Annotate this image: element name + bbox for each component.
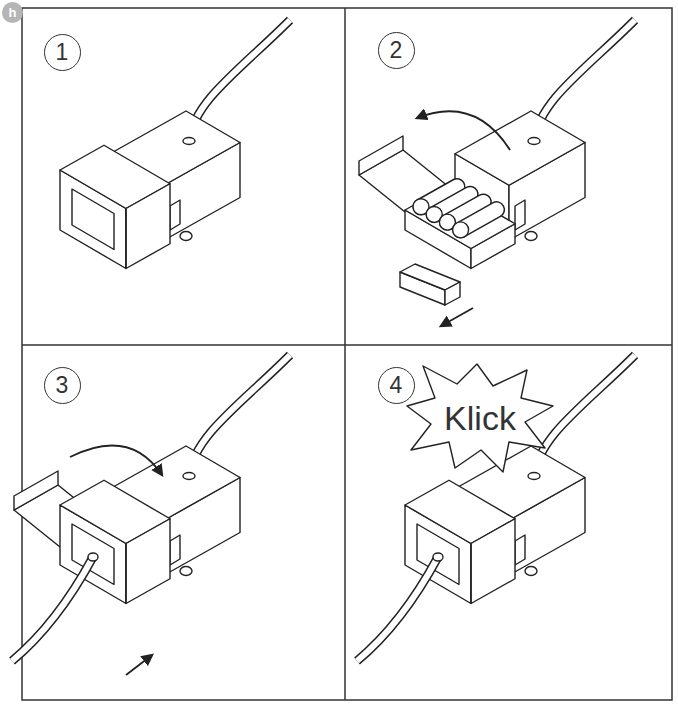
open-arrow xyxy=(417,111,510,150)
divider xyxy=(22,344,672,346)
step-label: 2 xyxy=(390,39,403,62)
section-tag: h xyxy=(2,2,23,23)
sensor-open xyxy=(359,20,635,326)
step-label: 4 xyxy=(390,374,403,397)
step-number: 4 xyxy=(378,367,415,404)
click-starburst: Klick xyxy=(405,362,555,474)
frame xyxy=(22,8,672,700)
sensor-clamped xyxy=(357,355,635,661)
sound-word: Klick xyxy=(444,401,516,435)
step-label: 1 xyxy=(56,41,69,64)
sensor-closed xyxy=(60,20,290,269)
close-arrow xyxy=(70,445,162,475)
cable-arrow xyxy=(126,655,152,675)
step-label: 3 xyxy=(56,374,69,397)
step-number: 3 xyxy=(44,367,81,404)
batteries xyxy=(413,187,497,238)
step-number: 1 xyxy=(44,34,81,71)
battery-cover xyxy=(400,264,460,305)
slide-arrow xyxy=(441,308,473,326)
sensor-closing xyxy=(12,355,290,675)
section-letter: h xyxy=(9,6,17,19)
step-number: 2 xyxy=(378,32,415,69)
divider xyxy=(344,8,346,700)
